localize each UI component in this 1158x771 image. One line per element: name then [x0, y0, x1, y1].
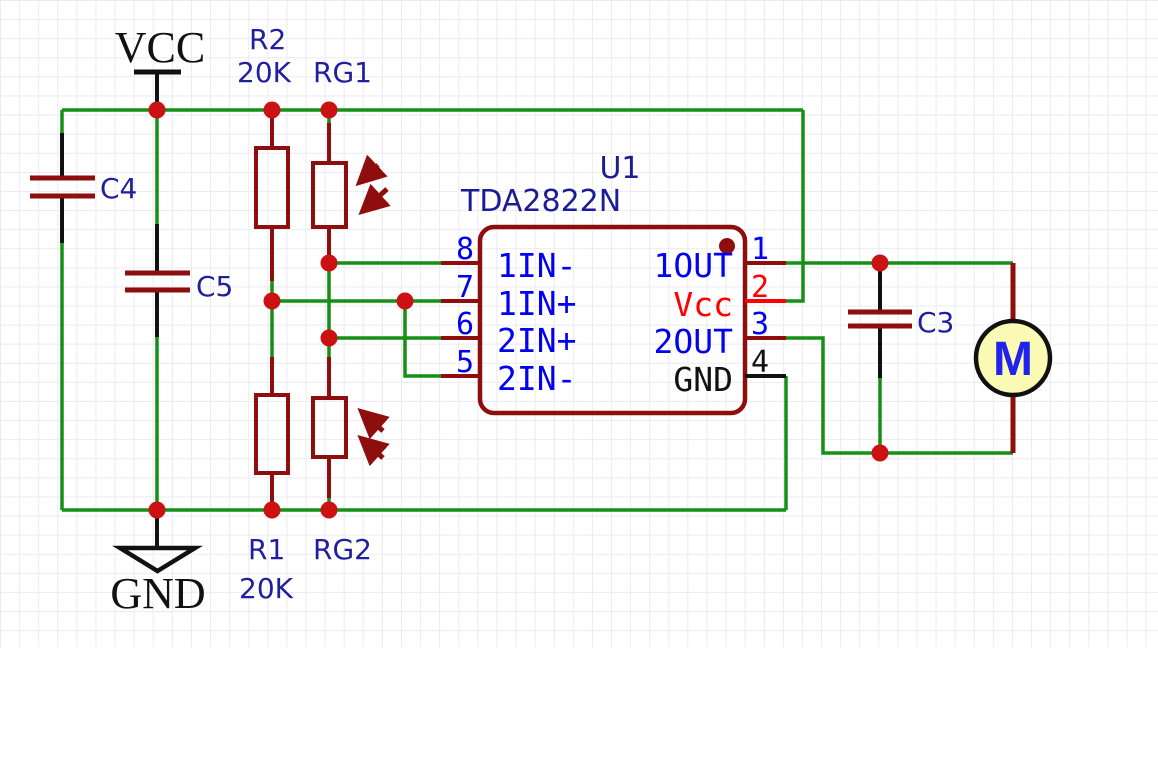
ic-u1[interactable]: U1 TDA2822N 8 7 6 5 1 2 3 4 1IN- 1IN+ 2I…	[441, 151, 786, 416]
u1-pin1-number: 1	[751, 232, 769, 267]
wire-vcc-to-pin2[interactable]	[786, 110, 805, 303]
u1-pin3-number: 3	[751, 307, 769, 342]
capacitor-c4[interactable]: C4	[30, 133, 137, 243]
junction-dot[interactable]	[148, 101, 166, 119]
rg2-body[interactable]	[311, 396, 348, 459]
rg2-light-arrow-2	[357, 434, 390, 467]
rg1-light-arrow-2	[358, 183, 391, 216]
r1-value[interactable]: 20K	[239, 572, 294, 605]
motor-label: M	[993, 333, 1033, 386]
motor-body[interactable]	[973, 318, 1053, 398]
r1-body[interactable]	[254, 393, 290, 475]
u1-pin7-name: 1IN+	[497, 284, 576, 323]
u1-pin1-marker-dot	[719, 238, 735, 254]
u1-pin4-number: 4	[751, 345, 769, 380]
c3-plates	[848, 309, 912, 329]
r2-body[interactable]	[254, 146, 290, 229]
vcc-label: VCC	[115, 23, 205, 72]
junction-dot[interactable]	[263, 292, 281, 310]
r2-value[interactable]: 20K	[237, 56, 292, 89]
junction-dot[interactable]	[871, 254, 889, 272]
u1-pin5-name: 2IN-	[497, 359, 576, 398]
u1-pin6-number: 6	[456, 307, 474, 342]
c3-ref[interactable]: C3	[917, 306, 954, 339]
c4-ref[interactable]: C4	[100, 172, 137, 205]
u1-pin4-name: GND	[673, 360, 733, 399]
wire-pin3-to-motor[interactable]	[786, 336, 1013, 455]
junction-dot[interactable]	[263, 501, 281, 519]
photoresistor-rg2[interactable]: RG2	[311, 357, 390, 566]
capacitor-c3[interactable]: C3	[848, 263, 954, 378]
c4-plates	[30, 175, 95, 199]
gnd-power-symbol[interactable]: GND	[110, 510, 206, 618]
u1-pin3-name: 2OUT	[654, 322, 734, 361]
rg1-ref[interactable]: RG1	[313, 56, 372, 89]
junction-dots[interactable]	[148, 101, 889, 519]
r1-ref[interactable]: R1	[248, 533, 285, 566]
gnd-triangle	[112, 545, 203, 574]
vcc-power-symbol[interactable]: VCC	[115, 23, 205, 110]
u1-pin1-name: 1OUT	[654, 246, 734, 285]
u1-ref[interactable]: U1	[599, 151, 640, 186]
u1-part-name[interactable]: TDA2822N	[460, 184, 621, 219]
schematic-grid	[0, 0, 1158, 647]
rg2-ref[interactable]: RG2	[313, 533, 372, 566]
junction-dot[interactable]	[871, 444, 889, 462]
junction-dot[interactable]	[320, 101, 338, 119]
junction-dot[interactable]	[148, 501, 166, 519]
u1-pin7-number: 7	[456, 270, 474, 305]
u1-body[interactable]	[477, 224, 748, 416]
u1-pin6-name: 2IN+	[497, 321, 576, 360]
photoresistor-rg1[interactable]: RG1	[311, 56, 391, 260]
c5-ref[interactable]: C5	[196, 270, 233, 303]
gnd-label: GND	[110, 569, 205, 618]
junction-dot[interactable]	[396, 292, 414, 310]
rg1-body[interactable]	[311, 161, 348, 229]
u1-pin8-number: 8	[456, 232, 474, 267]
u1-pin5-number: 5	[456, 345, 474, 380]
resistor-r2[interactable]: R2 20K	[237, 23, 292, 281]
junction-dot[interactable]	[320, 254, 338, 272]
motor[interactable]: M	[973, 263, 1053, 453]
u1-pin8-name: 1IN-	[497, 246, 576, 285]
c5-plates	[125, 270, 190, 293]
resistor-r1[interactable]: R1 20K	[239, 357, 294, 605]
rg1-light-arrow-1	[355, 154, 388, 187]
u1-pin2-number: 2	[751, 270, 769, 305]
junction-dot[interactable]	[263, 101, 281, 119]
r2-ref[interactable]: R2	[249, 23, 286, 56]
capacitor-c5[interactable]: C5	[125, 224, 233, 337]
junction-dot[interactable]	[320, 501, 338, 519]
rg2-light-arrow-1	[357, 407, 390, 440]
u1-pin2-name: Vcc	[673, 285, 733, 324]
junction-dot[interactable]	[320, 329, 338, 347]
wire-pin5[interactable]	[403, 301, 441, 378]
